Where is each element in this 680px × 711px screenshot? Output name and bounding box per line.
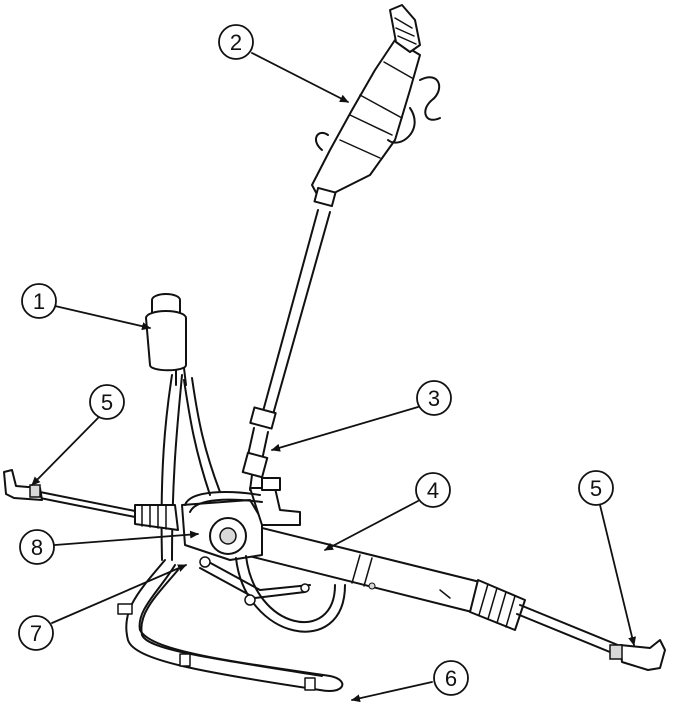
callout-3-label: 3 (428, 386, 440, 411)
leader-3 (271, 406, 419, 452)
steering-column (241, 4, 441, 493)
callout-5-right-label: 5 (590, 476, 602, 501)
callout-7-label: 7 (30, 621, 42, 646)
fluid-reservoir (145, 293, 221, 561)
leader-1 (54, 305, 151, 331)
callout-1-label: 1 (33, 289, 45, 314)
leader-2 (251, 52, 349, 103)
callout-5-left: 5 (89, 384, 125, 420)
leader-4 (324, 500, 419, 551)
cooler-pipe (117, 559, 344, 692)
callout-4: 4 (415, 472, 451, 508)
callout-6-label: 6 (445, 666, 457, 691)
leader-8 (54, 530, 199, 546)
leader-5a (31, 417, 99, 486)
callout-4-label: 4 (427, 478, 439, 503)
callout-8-label: 8 (31, 535, 43, 560)
callout-1: 1 (21, 283, 57, 319)
callout-2-label: 2 (230, 30, 242, 55)
callout-5-right: 5 (578, 470, 614, 506)
callout-3: 3 (416, 380, 452, 416)
callout-2: 2 (218, 24, 254, 60)
callout-6: 6 (433, 660, 469, 696)
leader-7 (51, 564, 187, 624)
leader-5b (599, 504, 636, 646)
callout-7: 7 (18, 615, 54, 651)
leader-6 (351, 681, 433, 703)
callout-5-left-label: 5 (101, 390, 113, 415)
leader-arrows (31, 52, 636, 703)
callout-8: 8 (19, 529, 55, 565)
steering-rack (3, 469, 666, 671)
